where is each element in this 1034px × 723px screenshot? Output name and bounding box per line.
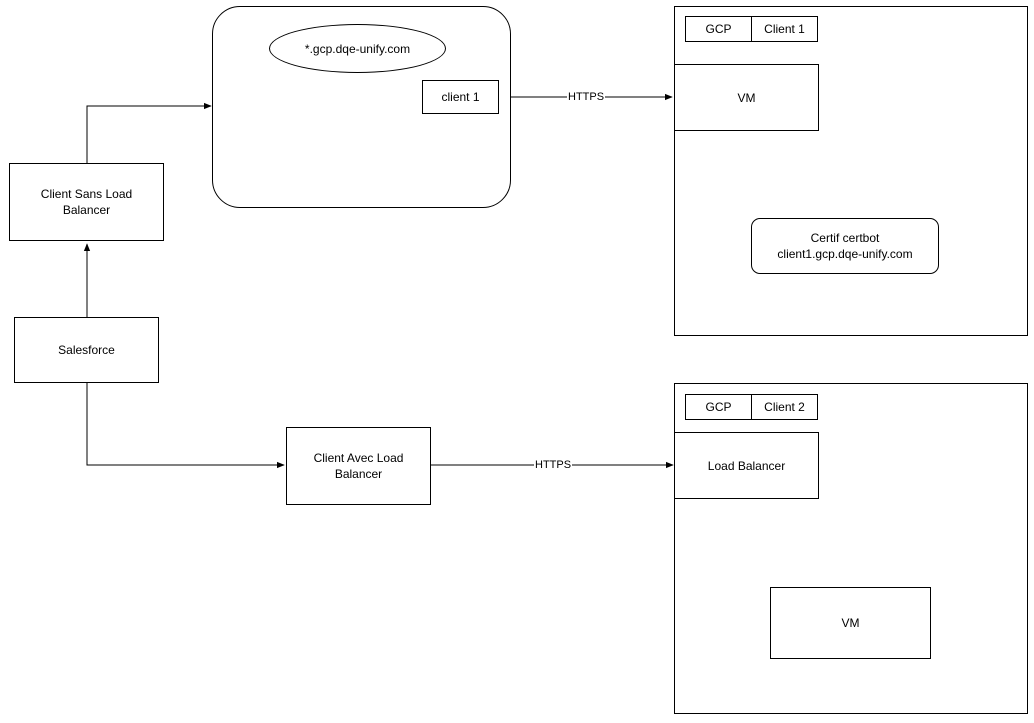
client-avec-lb-label: Client Avec Load Balancer (313, 451, 404, 481)
gcp1-client-tag[interactable]: Client 1 (751, 16, 818, 42)
gcp2-tag-label: GCP (705, 400, 732, 414)
domain-wildcard-ellipse[interactable]: *.gcp.dqe-unify.com (269, 24, 446, 73)
gcp1-tag[interactable]: GCP (685, 16, 752, 42)
load-balancer-node[interactable]: Load Balancer (674, 432, 819, 499)
vm2-node[interactable]: VM (770, 587, 931, 659)
edge-client-sans-lb-to-domain-container (86, 102, 212, 163)
gcp2-client-tag[interactable]: Client 2 (751, 394, 818, 420)
certif-node[interactable]: Certif certbot client1.gcp.dqe-unify.com (751, 218, 939, 274)
gcp-client1-container[interactable] (674, 6, 1028, 336)
vm2-label: VM (841, 616, 860, 630)
certif-label: Certif certbot client1.gcp.dqe-unify.com (777, 231, 913, 261)
gcp1-tag-label: GCP (705, 22, 732, 36)
client-sans-lb-label: Client Sans Load Balancer (40, 187, 133, 217)
edge-label-https-2: HTTPS (534, 459, 573, 471)
vm1-label: VM (737, 90, 756, 105)
gcp1-client-label: Client 1 (764, 22, 805, 36)
gcp2-client-label: Client 2 (764, 400, 805, 414)
client-sans-lb-node[interactable]: Client Sans Load Balancer (9, 163, 164, 241)
edge-salesforce-to-client-avec-lb (86, 383, 285, 469)
load-balancer-label: Load Balancer (707, 458, 786, 473)
edge-label-https-1: HTTPS (567, 91, 606, 103)
salesforce-node[interactable]: Salesforce (14, 317, 159, 383)
client1-route-node[interactable]: client 1 (422, 80, 499, 114)
salesforce-label: Salesforce (58, 343, 115, 357)
gcp2-tag[interactable]: GCP (685, 394, 752, 420)
vm1-node[interactable]: VM (674, 64, 819, 131)
client-avec-lb-node[interactable]: Client Avec Load Balancer (286, 427, 431, 505)
domain-wildcard-label: *.gcp.dqe-unify.com (304, 41, 411, 56)
client1-route-label: client 1 (441, 90, 480, 104)
